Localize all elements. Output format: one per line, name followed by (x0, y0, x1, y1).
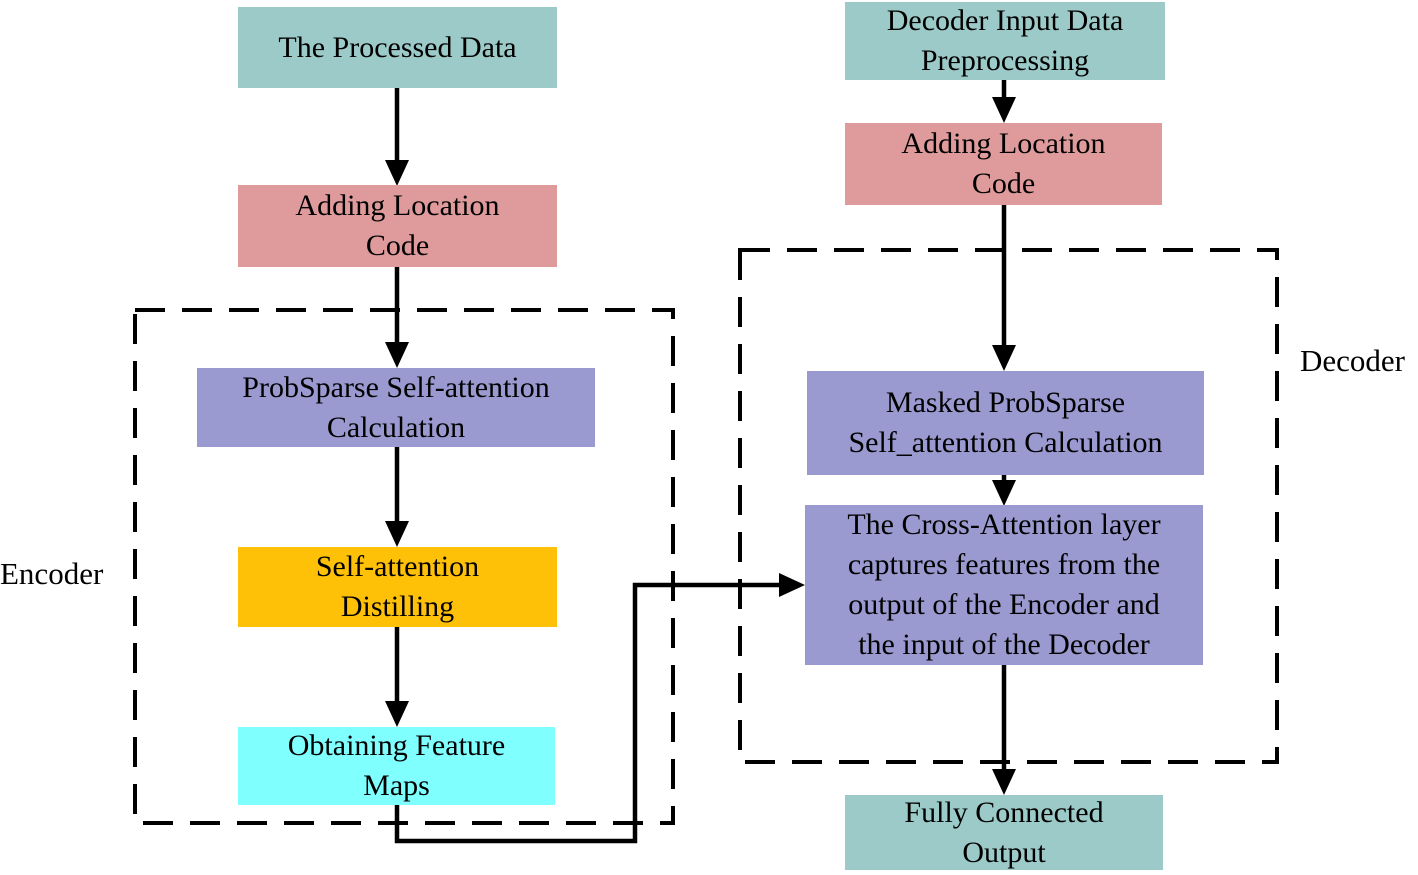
node-obtaining-feature-maps: Obtaining Feature Maps (238, 727, 555, 805)
node-fully-connected-output: Fully Connected Output (845, 795, 1163, 870)
node-label: Fully Connected Output (904, 795, 1104, 869)
decoder-group-border (738, 248, 1279, 764)
node-label: Obtaining Feature Maps (287, 729, 506, 802)
arrow-probsparse-to-distilling (385, 446, 409, 547)
node-adding-location-code-encoder: Adding Location Code (238, 185, 557, 267)
node-label: ProbSparse Self-attention Calculation (242, 370, 550, 444)
node-probsparse-self-attention: ProbSparse Self-attention Calculation (197, 368, 595, 447)
node-adding-location-code-decoder: Adding Location Code (845, 123, 1162, 205)
decoder-group-label: Decoder (1300, 343, 1405, 378)
arrow-crossattention-to-output (992, 664, 1016, 795)
arrow-masked-to-crossattention (992, 474, 1016, 506)
node-masked-probsparse-self-attention: Masked ProbSparse Self_attention Calcula… (807, 371, 1204, 475)
node-label: Decoder Input Data Preprocessing (886, 4, 1124, 77)
node-label: Self-attention Distilling (315, 550, 480, 623)
node-self-attention-distilling: Self-attention Distilling (238, 547, 557, 627)
arrow-distilling-to-featuremaps (385, 626, 409, 727)
arrow-addloc-to-probsparse (385, 266, 409, 368)
arrow-featuremaps-to-crossattention (394, 573, 805, 844)
node-decoder-input-preprocessing: Decoder Input Data Preprocessing (845, 2, 1165, 80)
node-the-processed-data: The Processed Data (238, 7, 557, 88)
node-label: The Cross-Attention layer captures featu… (847, 508, 1161, 661)
node-label: Masked ProbSparse Self_attention Calcula… (848, 386, 1163, 459)
node-label: Adding Location Code (295, 189, 500, 262)
arrow-decinput-to-addloc (992, 79, 1016, 123)
encoder-group-border (133, 308, 675, 825)
node-cross-attention-layer: The Cross-Attention layer captures featu… (805, 505, 1203, 665)
encoder-group-label: Encoder (0, 556, 104, 591)
node-label: Adding Location Code (901, 127, 1106, 200)
node-label: The Processed Data (278, 30, 517, 64)
arrow-addloc-to-masked (992, 204, 1016, 371)
arrow-processed-to-addloc (385, 87, 409, 186)
